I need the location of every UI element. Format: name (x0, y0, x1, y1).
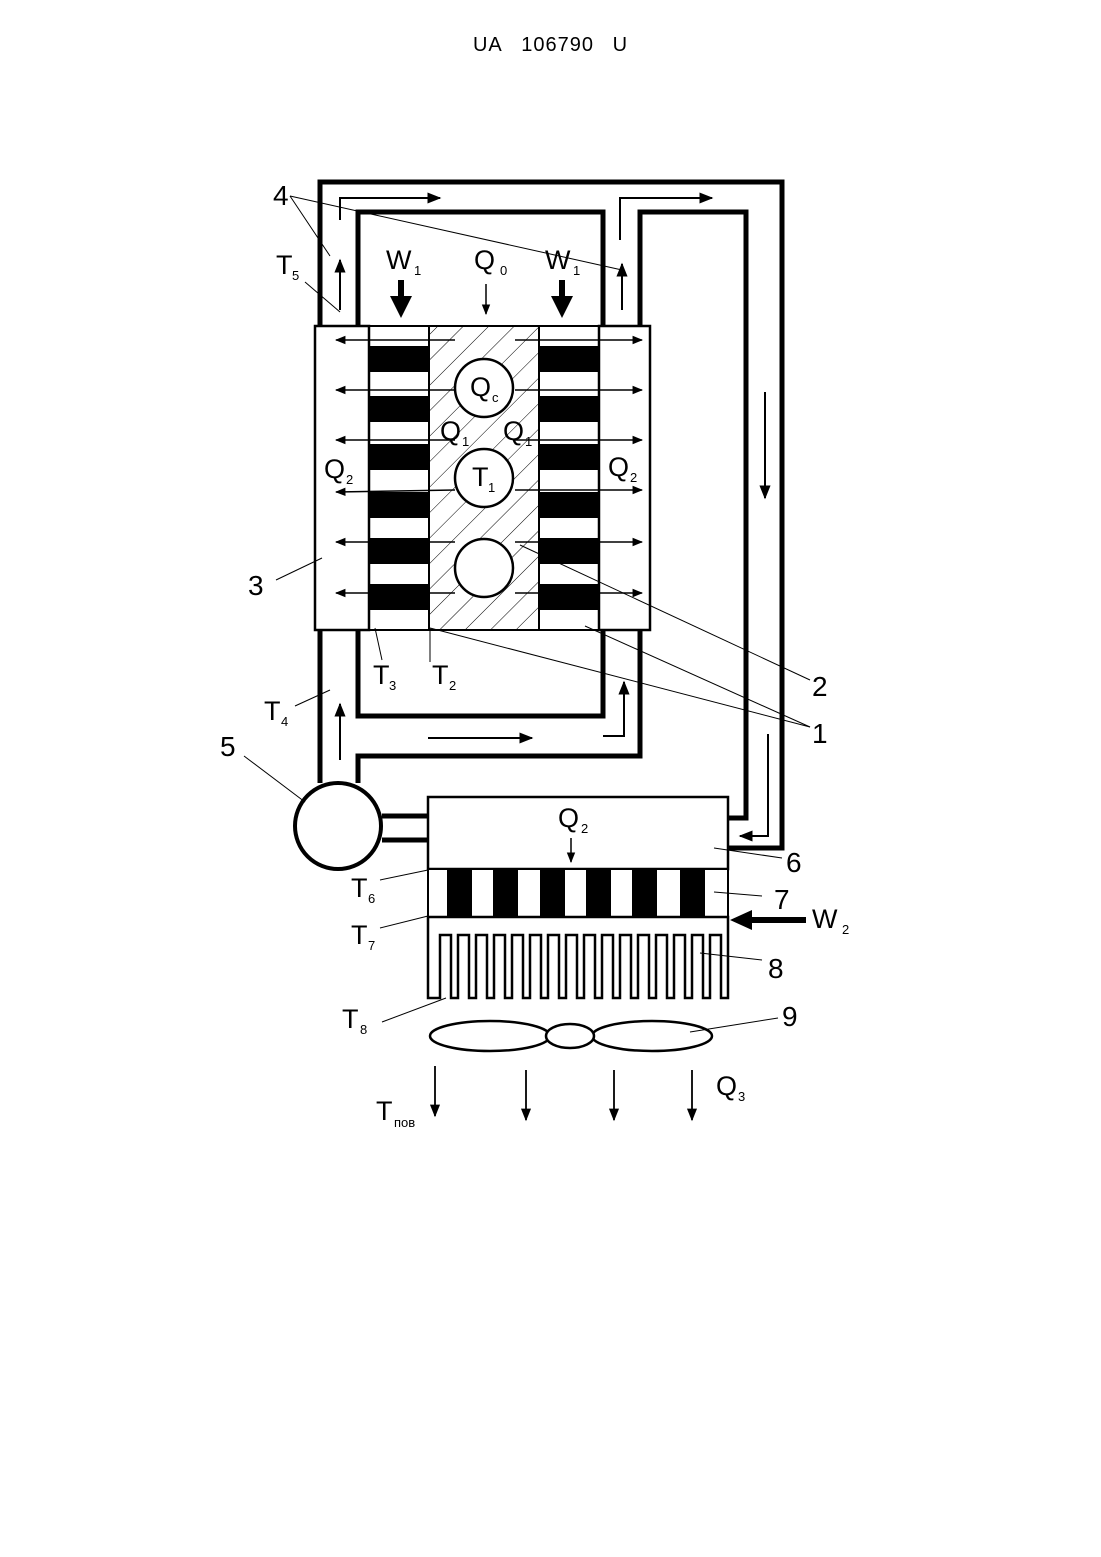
ref-9: 9 (782, 1001, 798, 1032)
label-q0: Q (474, 245, 495, 275)
label-w1-left-sub: 1 (414, 263, 421, 278)
label-t8: T (342, 1004, 359, 1034)
air-flow-arrows (435, 1066, 692, 1120)
ref-1: 1 (812, 718, 828, 749)
label-t1-sub: 1 (488, 480, 495, 495)
w2-arrow (730, 910, 806, 930)
label-w1-right: W (545, 245, 571, 275)
label-q0-sub: 0 (500, 263, 507, 278)
power-input-arrows (390, 280, 573, 318)
label-tpov: T (376, 1096, 393, 1126)
fan (430, 1021, 712, 1051)
label-w2-sub: 2 (842, 922, 849, 937)
label-q1-left-sub: 1 (462, 434, 469, 449)
ref-7: 7 (774, 884, 790, 915)
ref-4: 4 (273, 180, 289, 211)
label-t7: T (351, 920, 368, 950)
ref-3: 3 (248, 570, 264, 601)
label-t5-sub: 5 (292, 268, 299, 283)
label-t7-sub: 7 (368, 938, 375, 953)
label-t6: T (351, 873, 368, 903)
pump (295, 783, 381, 869)
label-q2-left: Q (324, 454, 345, 484)
label-t6-sub: 6 (368, 891, 375, 906)
thermoelectric-module-right (539, 326, 599, 630)
label-q3-sub: 3 (738, 1089, 745, 1104)
label-q2-left-sub: 2 (346, 472, 353, 487)
label-t2-sub: 2 (449, 678, 456, 693)
label-q1-right-sub: 1 (525, 434, 532, 449)
thermoelectric-module-left (369, 326, 429, 630)
label-t5: T (276, 250, 293, 280)
label-t4: T (264, 696, 281, 726)
label-w2: W (812, 904, 838, 934)
label-t3: T (373, 660, 390, 690)
label-q3: Q (716, 1071, 737, 1101)
ref-2: 2 (812, 671, 828, 702)
processor-circle-bottom (455, 539, 513, 597)
label-tpov-sub: пов (394, 1115, 415, 1130)
label-t8-sub: 8 (360, 1022, 367, 1037)
label-t2: T (432, 660, 449, 690)
label-q2-radiator-sub: 2 (581, 821, 588, 836)
finned-radiator (428, 917, 728, 998)
label-t4-sub: 4 (281, 714, 288, 729)
label-q2-radiator: Q (558, 803, 579, 833)
label-w1-left: W (386, 245, 412, 275)
thermoelectric-module-bottom (428, 869, 728, 917)
label-q1-left: Q (440, 416, 461, 446)
label-qc-sub: c (492, 390, 499, 405)
label-qc: Q (470, 372, 491, 402)
label-t1: T (472, 462, 489, 492)
label-q2-right-sub: 2 (630, 470, 637, 485)
ref-6: 6 (786, 847, 802, 878)
label-q1-right: Q (503, 416, 524, 446)
ref-8: 8 (768, 953, 784, 984)
label-q2-right: Q (608, 452, 629, 482)
label-t3-sub: 3 (389, 678, 396, 693)
ref-5: 5 (220, 731, 236, 762)
label-w1-right-sub: 1 (573, 263, 580, 278)
